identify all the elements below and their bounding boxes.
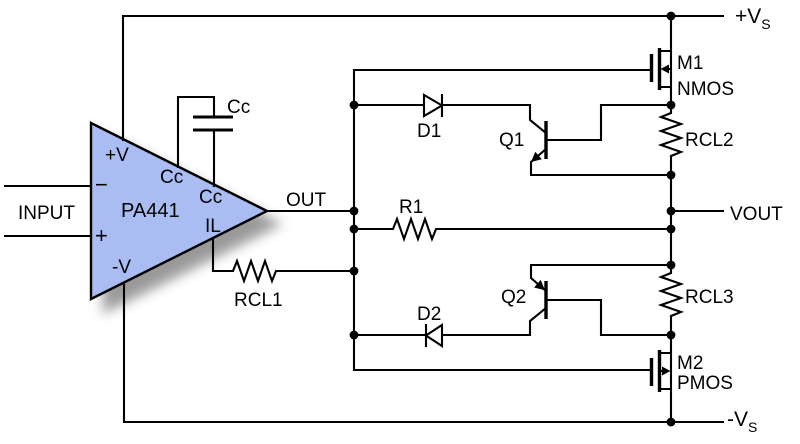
input-label: INPUT: [18, 203, 75, 224]
resistor-r1: [352, 215, 673, 243]
junction-dot: [666, 330, 676, 340]
positive-supply-main: +V: [735, 5, 761, 28]
opamp-pin-il: IL: [205, 216, 221, 237]
capacitor-cc-label: Cc: [227, 97, 250, 118]
negative-supply-label: -VS: [727, 408, 757, 435]
junction-dot: [349, 224, 359, 234]
junction-dot: [666, 260, 676, 270]
diode-d1-symbol: [422, 93, 445, 118]
resistor-rcl1-label: RCL1: [234, 290, 283, 311]
wire-d2-branch: [352, 306, 548, 337]
diode-d1-label: D1: [417, 121, 441, 142]
junction-dot: [349, 266, 359, 276]
wire-negative-rail: [122, 281, 725, 424]
wire-q2-emitter: [529, 263, 673, 293]
mosfet-m2-label: M2: [677, 353, 703, 374]
q2-emitter-arrow-icon: [534, 279, 545, 291]
opamp-pin-vplus: +V: [105, 145, 129, 166]
wire-q1-base: [544, 103, 673, 142]
resistor-rcl2-label: RCL2: [685, 130, 734, 151]
resistor-rcl3-label: RCL3: [685, 287, 734, 308]
junction-dot: [666, 224, 676, 234]
resistor-r1-label: R1: [399, 197, 423, 218]
out-label: OUT: [286, 190, 327, 211]
resistor-rcl1: [211, 236, 356, 285]
transistor-q2-label: Q2: [501, 287, 526, 308]
junction-dots: [349, 11, 676, 427]
diode-d2-symbol: [424, 323, 444, 348]
junction-dot: [666, 417, 676, 427]
wire-q2-base: [544, 298, 673, 337]
labels: INPUT OUT VOUT +VS -VS +V − + -V PA441 C…: [18, 5, 783, 435]
positive-supply-sub: S: [761, 16, 770, 32]
junction-dot: [666, 11, 676, 21]
wire-gate-bus: [352, 68, 653, 372]
junction-dot: [666, 206, 676, 216]
opamp-pin-noninverting: +: [95, 223, 108, 248]
wire-positive-rail: [121, 14, 725, 142]
wire-d1-branch: [352, 103, 548, 135]
mosfet-m1-leads: [659, 14, 673, 107]
negative-supply-main: -V: [727, 408, 748, 431]
opamp-part-number: PA441: [121, 200, 180, 222]
junction-dot: [349, 330, 359, 340]
mosfet-m1-label: M1: [677, 53, 703, 74]
diode-d2-label: D2: [417, 304, 441, 325]
opamp-pin-cc-upper: Cc: [160, 167, 183, 188]
opamp-pin-cc-lower: Cc: [199, 187, 222, 208]
q1-emitter-arrow-icon: [531, 151, 542, 162]
positive-supply-label: +VS: [735, 5, 771, 32]
transistor-q1-label: Q1: [499, 130, 524, 151]
opamp-pin-vminus: -V: [112, 257, 131, 278]
m1-body-arrow-icon: [660, 64, 669, 74]
mosfet-m2-leads: [659, 333, 673, 424]
junction-dot: [349, 206, 359, 216]
junction-dot: [666, 170, 676, 180]
junction-dot: [666, 100, 676, 110]
wiring: [3, 11, 725, 427]
m2-body-arrow-icon: [662, 366, 671, 376]
opamp-pin-inverting: −: [95, 172, 108, 197]
resistor-rcl3: [657, 263, 685, 337]
junction-dot: [349, 100, 359, 110]
mosfet-m2-type: PMOS: [677, 373, 733, 394]
mosfet-m1-type: NMOS: [677, 79, 734, 100]
negative-supply-sub: S: [748, 419, 757, 435]
wire-q1-emitter: [529, 147, 673, 177]
vout-label: VOUT: [730, 204, 783, 225]
resistor-rcl2: [657, 103, 685, 177]
capacitor-cc-leads: [176, 95, 216, 188]
